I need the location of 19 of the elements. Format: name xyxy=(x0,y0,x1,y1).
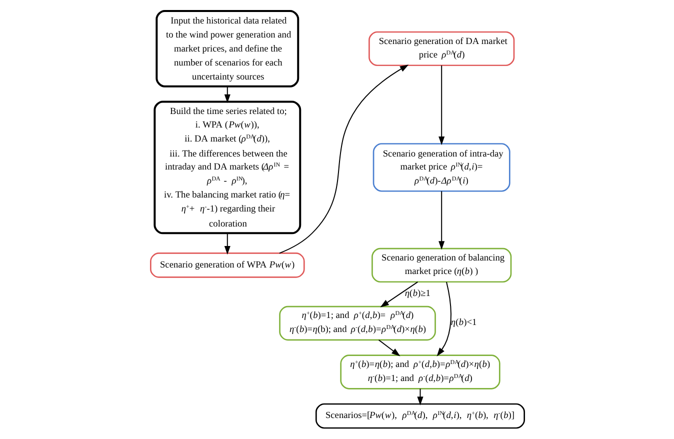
node-box: Scenario generation of WPA Pw(w) xyxy=(150,252,304,278)
node-box: η$^{+}$(b)=1; and ρ$^{+}$(d,b)= ρ$^{DA}$(d) η$^{-}$(b)=η(b); and ρ$^{-}$(d,b)=ρ$^{DA}$(d)×η(b) xyxy=(278,306,436,341)
arrow xyxy=(278,64,408,254)
node-box: Scenario generation of balancing market price (η(b) ) xyxy=(371,248,512,283)
arrow xyxy=(378,339,400,356)
node-box: Scenarios=[Pw(w), ρ$^{DA}$(d), ρ$^{IN}$(d,i), η$^{+}$(b), η$^{-}$(b)] xyxy=(314,403,524,429)
arrow xyxy=(224,232,230,255)
arrow xyxy=(438,190,444,250)
edge-label: η(b)<1 xyxy=(450,318,476,328)
node-box: Input the historical data related to the wind power generation and market prices, and define the number of scenarios for each uncertainty sources xyxy=(155,10,299,88)
edge-label: η(b)≥1 xyxy=(404,289,430,300)
node-box: Scenario generation of DA market price ρ$^{DA}$(d) xyxy=(368,31,514,66)
arrow xyxy=(380,281,418,308)
arrow xyxy=(436,282,451,356)
node-box: Scenario generation of intra-day market price ρ$^{IN}$(d,i)= ρ$^{DA}$(d)-Δρ$^{DA}$(i) xyxy=(372,143,510,192)
arrow xyxy=(438,64,444,146)
node-box: η$^{+}$(b)=η(b); and ρ$^{+}$(d,b)=ρ$^{DA}$(d)×η(b) η$^{-}$(b)=1; and ρ$^{-}$(d,b)=ρ$^{DA}$(d) xyxy=(340,354,500,390)
arrow xyxy=(224,86,230,104)
arrow xyxy=(416,388,423,406)
